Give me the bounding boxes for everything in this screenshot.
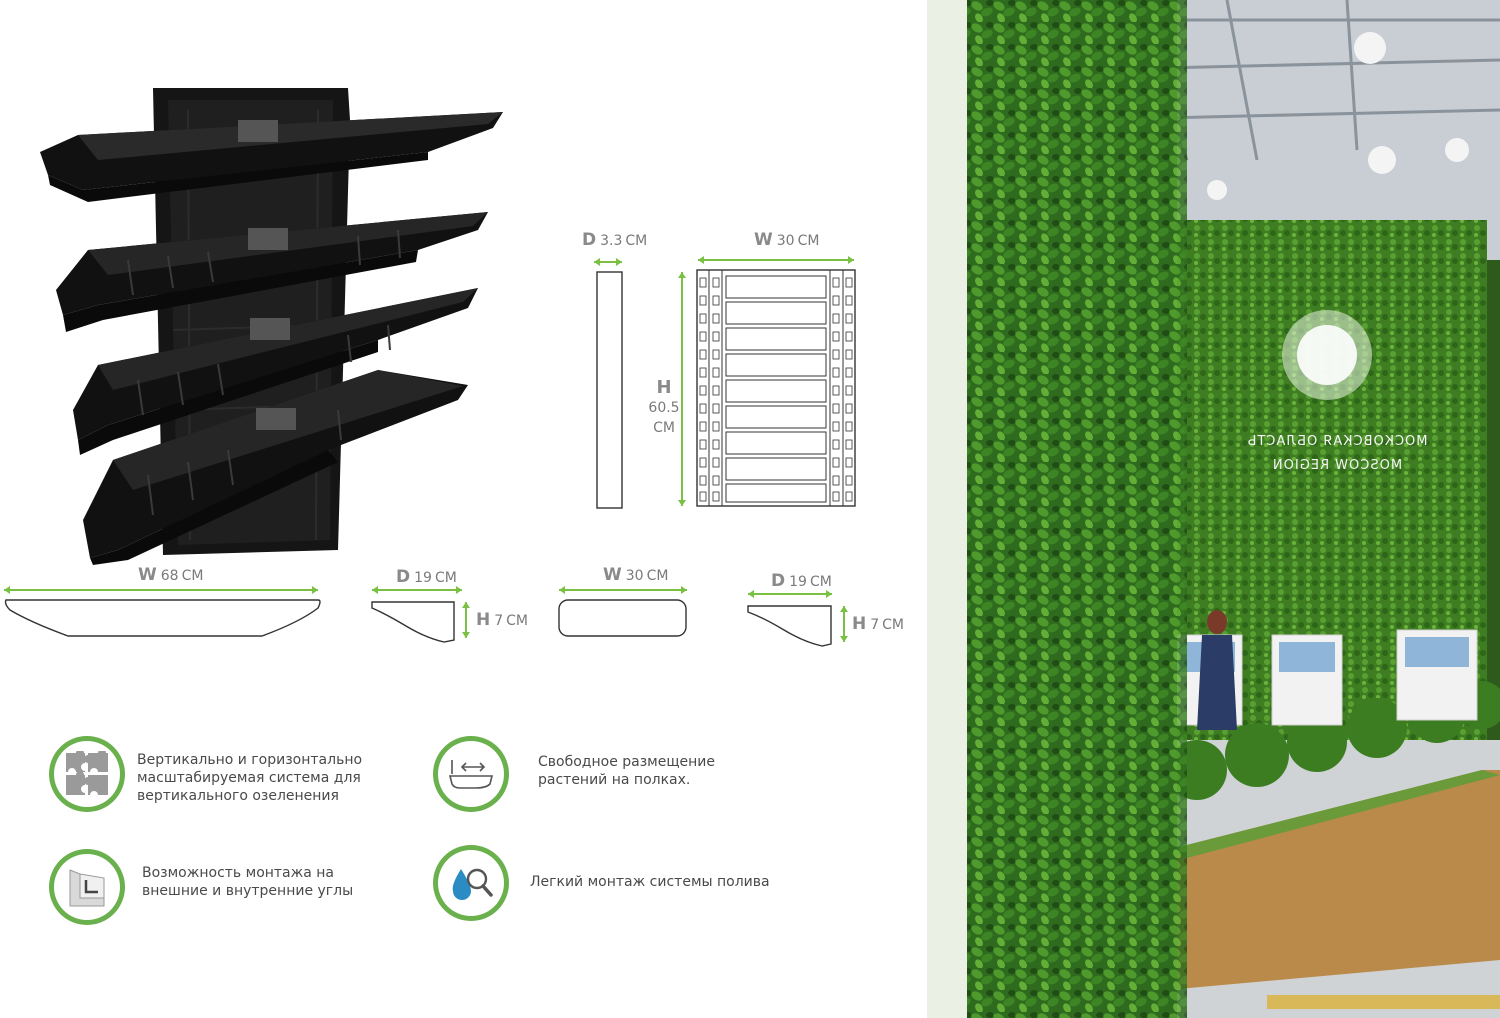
shelf-arrow-icon bbox=[433, 736, 509, 812]
small-shelf-top-drawing bbox=[558, 586, 687, 637]
feature-corner-mount-text: Возможность монтажа на внешние и внутрен… bbox=[142, 865, 354, 899]
sign-line-2: MOSCOW REGION bbox=[1271, 458, 1403, 473]
feature-irrigation-text: Легкий монтаж системы полива bbox=[530, 874, 770, 890]
panel-front-drawing bbox=[678, 256, 856, 507]
small-shelf-side-drawing bbox=[747, 590, 848, 647]
large-shelf-side-drawing bbox=[371, 586, 470, 643]
sign-line-1: МОСКОВСКАЯ ОБЛАСТЬ bbox=[1246, 434, 1428, 449]
feature-free-placement-text: Свободное размещение растений на полках. bbox=[538, 754, 716, 788]
corner-icon bbox=[49, 849, 125, 925]
panel-side-drawing bbox=[594, 258, 623, 509]
feature-scalable-text: Вертикально и горизонтально масштабируем… bbox=[137, 752, 363, 804]
large-shelf-top-drawing bbox=[4, 586, 321, 637]
water-drop-icon bbox=[433, 845, 509, 921]
green-wall-photo: МОСКОВСКАЯ ОБЛАСТЬ MOSCOW REGION bbox=[927, 0, 1500, 1018]
panel-height-label: H 60.5 CM bbox=[648, 377, 680, 437]
product-render bbox=[38, 80, 518, 570]
puzzle-icon bbox=[49, 736, 125, 812]
